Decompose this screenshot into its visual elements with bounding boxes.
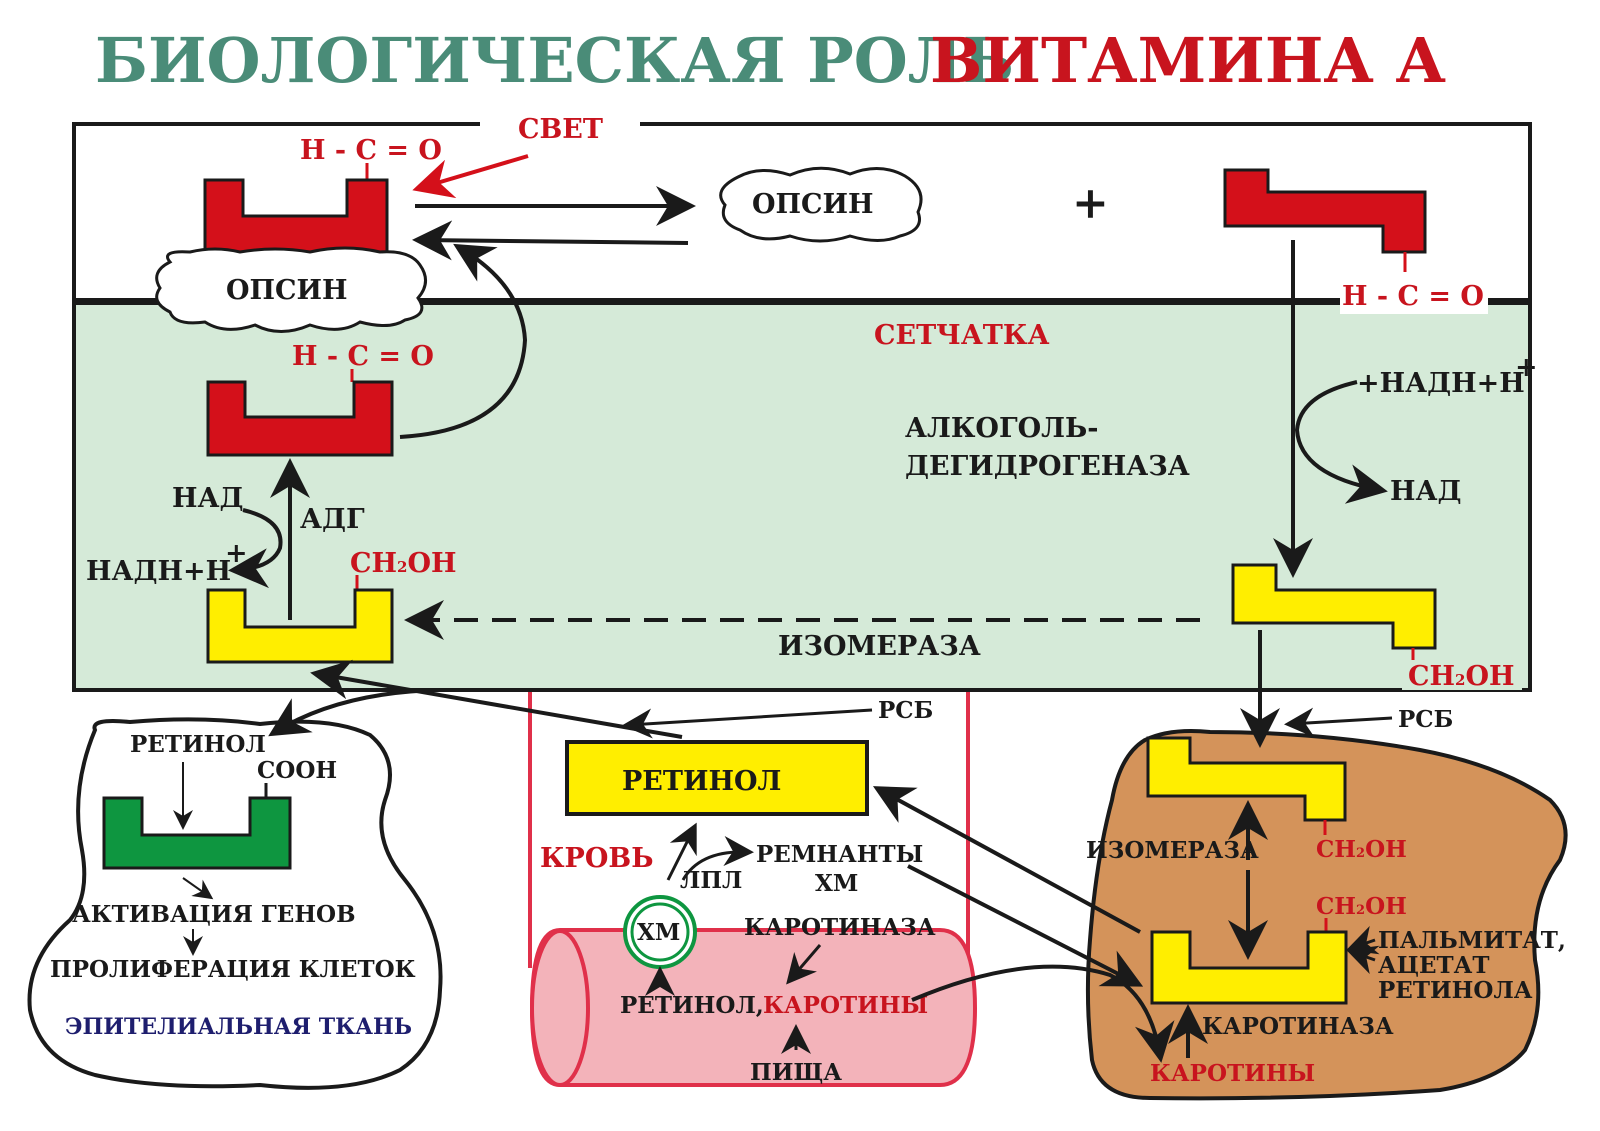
- gene-activation-arrow-icon: [182, 877, 214, 900]
- title-part2: ВИТАМИНА А: [930, 24, 1446, 97]
- food-label: ПИЩА: [750, 1059, 842, 1086]
- adh-label-2: ДЕГИДРОГЕНАЗА: [905, 451, 1190, 482]
- liver-carotinase: КАРОТИНАЗА: [1202, 1013, 1394, 1040]
- ch2oh-right: СН2ОН: [1408, 661, 1514, 692]
- opsin-cloud-shape-2: [719, 166, 923, 243]
- retinol-box: [565, 740, 869, 816]
- title-part1: БИОЛОГИЧЕСКАЯ РОЛЬ: [95, 24, 1014, 97]
- isomerase-retina-label: ИЗОМЕРАЗА: [778, 631, 981, 662]
- rsb-right-arrow-icon: [1284, 707, 1393, 738]
- trans-retinol-shape: [1231, 563, 1437, 650]
- rsb-center-arrow-icon: [622, 708, 873, 739]
- ch2oh-left: СН2ОН: [350, 548, 456, 579]
- palmitate-3: РЕТИНОЛА: [1378, 977, 1533, 1004]
- opsin-label-right: ОПСИН: [752, 189, 874, 220]
- gene-activation: АКТИВАЦИЯ ГЕНОВ: [72, 901, 356, 928]
- plus-sign: +: [1072, 178, 1109, 229]
- reverse-arrow-icon: [412, 220, 689, 261]
- opsin-label-left: ОПСИН: [226, 275, 348, 306]
- aldehyde-formula-3: Н - С = О: [292, 341, 434, 372]
- remnants-2: ХМ: [815, 870, 858, 897]
- nadh-left: НАДН+Н: [86, 556, 231, 587]
- liver-cis-retinol-shape: [1150, 930, 1348, 1005]
- liver-to-retinol-arrow-icon: [872, 786, 1141, 934]
- carotinase-blood: КАРОТИНАЗА: [744, 914, 936, 941]
- retinol-box-label: РЕТИНОЛ: [622, 766, 781, 797]
- hm-label: ХМ: [637, 919, 680, 946]
- nadh-plus-sup-right: +: [1515, 352, 1538, 383]
- palmitate-1: ПАЛЬМИТАТ,: [1378, 927, 1566, 954]
- lpl-up-arrow-icon: [666, 822, 697, 881]
- nadh-sup-left: +: [225, 538, 248, 569]
- to-epithelium-arrow-icon: [268, 688, 441, 737]
- recombine-arrow-icon: [399, 243, 528, 439]
- liver-trans-retinol-shape: [1146, 736, 1347, 822]
- adh-label-1: АЛКОГОЛЬ-: [905, 413, 1098, 444]
- nad-left: НАД: [172, 483, 244, 514]
- palmitate-2: АЦЕТАТ: [1378, 952, 1489, 979]
- cell-proliferation: ПРОЛИФЕРАЦИЯ КЛЕТОК: [50, 956, 416, 983]
- rsb-center: РСБ: [878, 697, 933, 724]
- retina-label: СЕТЧАТКА: [874, 320, 1049, 351]
- epi-cooh: СООН: [257, 757, 337, 784]
- cis-retinol-shape: [206, 588, 394, 664]
- remnants-1: РЕМНАНТЫ: [756, 841, 923, 868]
- lpl-label: ЛПЛ: [680, 867, 742, 894]
- blood-label: КРОВЬ: [540, 843, 653, 874]
- carotenes-food: КАРОТИНЫ: [763, 992, 928, 1019]
- liver-carotenes: КАРОТИНЫ: [1150, 1060, 1315, 1087]
- remnants-to-liver-arrow-icon: [907, 864, 1144, 987]
- nad-curve-arrow-icon: [1294, 380, 1388, 504]
- epi-retinol: РЕТИНОЛ: [130, 731, 266, 758]
- liver-ch2oh-2: СН2ОН: [1316, 893, 1407, 920]
- retinoic-acid-shape: [102, 796, 292, 870]
- cis-retinal-retina-shape: [206, 380, 394, 457]
- light-label: СВЕТ: [518, 114, 603, 145]
- opsin-cloud-shape: [155, 246, 427, 333]
- retina-region: [72, 300, 1532, 692]
- adg-label: АДГ: [300, 504, 365, 535]
- aldehyde-formula-1: Н - С = О: [300, 135, 442, 166]
- nad-left-curve-icon: [228, 508, 283, 589]
- rsb-right: РСБ: [1398, 706, 1453, 733]
- light-arrow-icon: [412, 154, 529, 199]
- liver-ch2oh-1: СН2ОН: [1316, 836, 1407, 863]
- liver-isomerase: ИЗОМЕРАЗА: [1086, 837, 1259, 864]
- nad-right: НАД: [1390, 476, 1462, 507]
- retinol-food: РЕТИНОЛ,: [620, 992, 764, 1019]
- remnants-arrow-icon: [681, 836, 754, 881]
- carotinase-blood-arrow-icon: [786, 944, 822, 985]
- retinol-to-retina-arrow-icon: [310, 659, 683, 739]
- trans-retinal-shape: [1223, 168, 1427, 254]
- nadh-plus-right: +НАДН+Н: [1357, 368, 1525, 399]
- epithelial-label: ЭПИТЕЛИАЛЬНАЯ ТКАНЬ: [65, 1014, 412, 1040]
- aldehyde-formula-2: Н - С = О: [1342, 281, 1484, 312]
